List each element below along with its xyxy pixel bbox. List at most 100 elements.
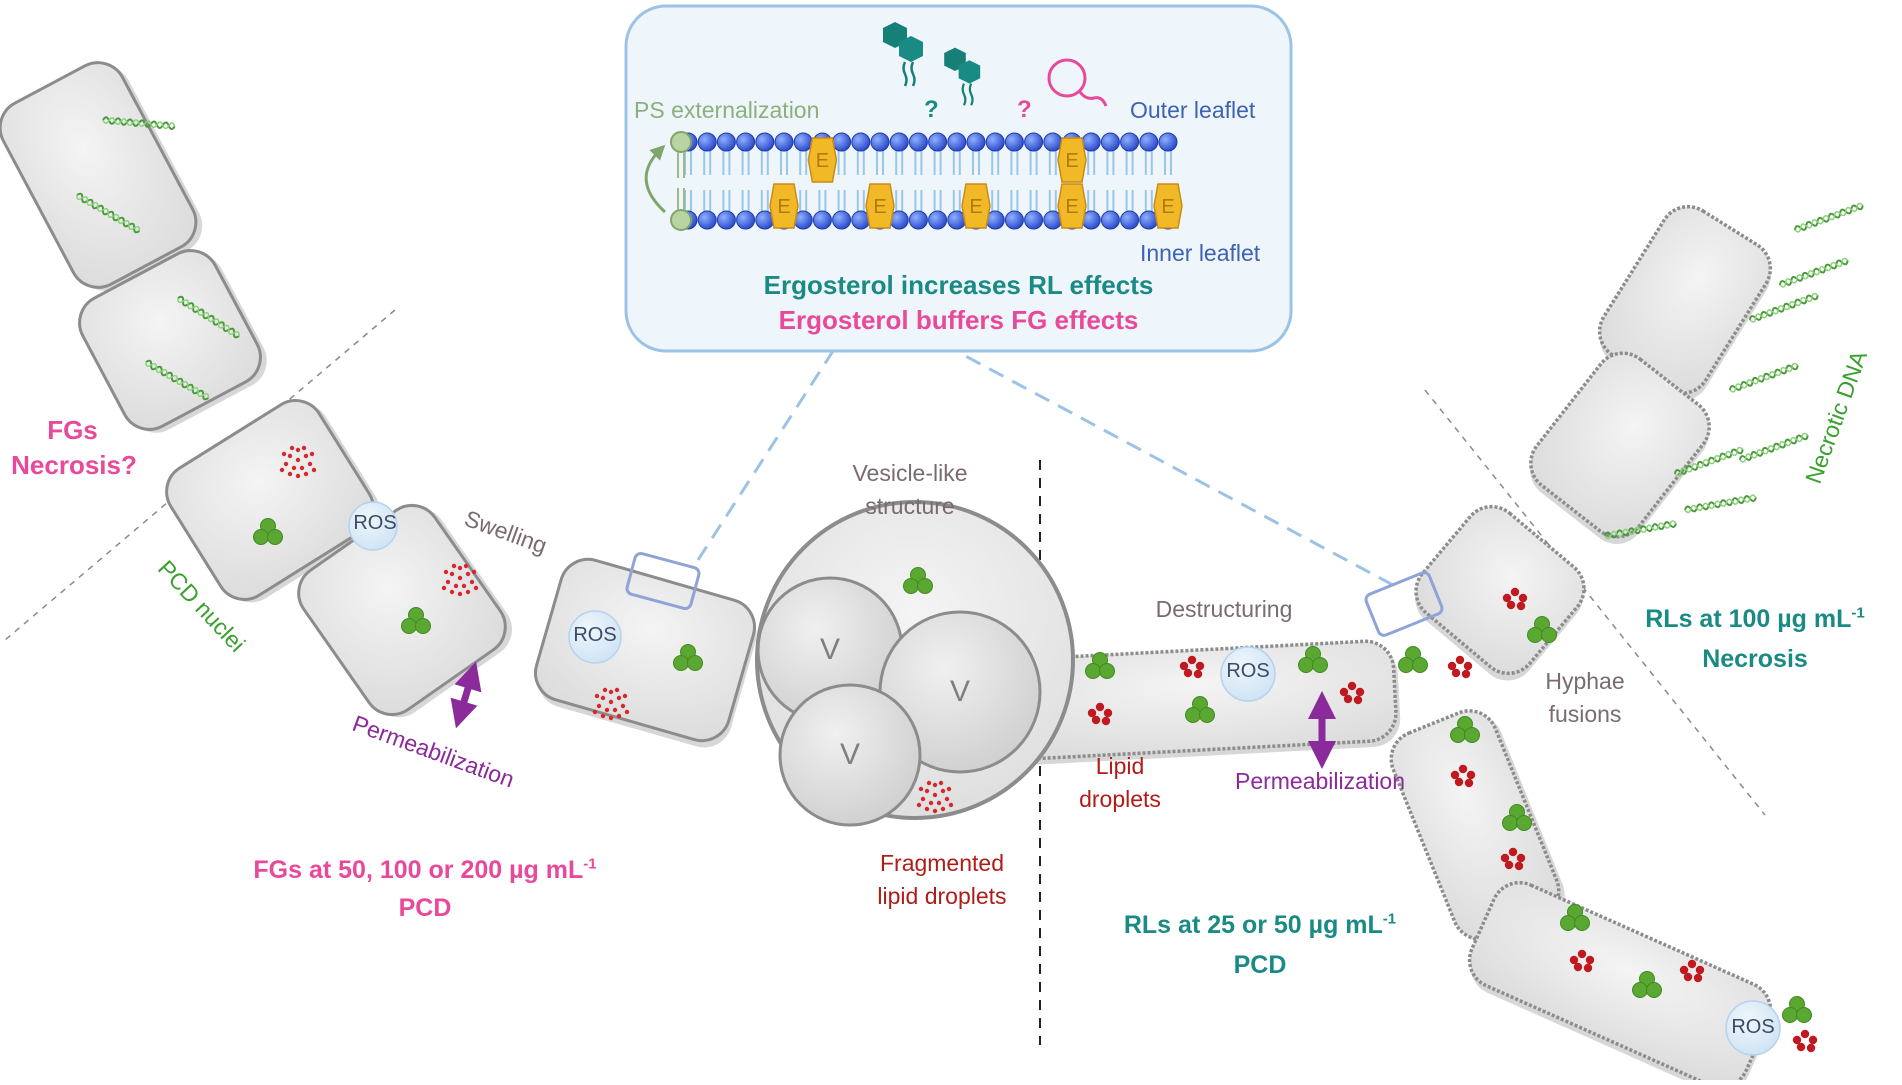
permeabilization-arrow-left — [450, 661, 482, 729]
rls-100-exponent: -1 — [1851, 604, 1865, 622]
fg-effect-caption: Ergosterol buffers FG effects — [778, 305, 1139, 335]
dna-strand-2 — [76, 192, 141, 234]
ergosterol-inner-4: E — [1057, 183, 1087, 229]
lipids-right-7 — [1500, 847, 1526, 871]
ros-bubble-3 — [1220, 646, 1276, 702]
ros-label-3: ROS — [1226, 660, 1270, 682]
lipid-tail-outer — [876, 148, 884, 175]
rls-25-text: RLs at 25 or 50 µg mL — [1123, 911, 1383, 939]
phospholipid-head-outer — [736, 132, 756, 152]
lipid-tail-outer — [1106, 148, 1115, 175]
lipid-tail-inner — [1106, 190, 1115, 213]
rl-effect-caption: Ergosterol increases RL effects — [763, 270, 1154, 300]
nucleus-right-3 — [1298, 646, 1328, 673]
lipid-tail-outer — [1144, 148, 1153, 175]
lipid-tail-outer — [914, 148, 923, 175]
phospholipid-head-inner — [697, 210, 717, 230]
nucleus-cell3 — [253, 518, 283, 545]
left-cell-5 — [534, 557, 757, 748]
lipid-tail-outer — [722, 148, 731, 175]
lipid-tail-inner — [991, 190, 1000, 213]
vesicle-label-line2: structure — [865, 493, 955, 519]
lipid-tail-outer — [1029, 148, 1038, 175]
lipid-tail-outer — [837, 148, 846, 175]
lipids-right-1 — [1087, 702, 1113, 726]
dna-strand-1 — [102, 116, 176, 130]
hyphae-fusions-line1: Hyphae — [1545, 668, 1625, 694]
zoom-box-left — [625, 552, 701, 610]
lipid-tail-outer — [1048, 148, 1057, 175]
lipid-tail-outer — [1164, 148, 1172, 175]
phospholipid-head-outer — [928, 132, 948, 152]
fgs-concentration-text: FGs at 50, 100 or 200 µg mL — [253, 856, 584, 884]
lipid-droplets-line2: droplets — [1079, 786, 1161, 812]
rhamnolipid-2 — [944, 47, 981, 106]
rls-necrosis-label: Necrosis — [1702, 645, 1808, 673]
lipids-right-4 — [1447, 655, 1473, 679]
lipid-tail-inner — [895, 190, 904, 213]
lipid-tail-inner — [818, 190, 827, 213]
lipid-tail-outer — [1125, 148, 1134, 175]
ros-label-4: ROS — [1731, 1016, 1775, 1038]
dna-strand-6 — [1684, 494, 1757, 514]
dna-strand-8 — [1739, 432, 1809, 463]
nucleus-right-10 — [1782, 996, 1812, 1023]
ps-head-inner — [670, 209, 692, 231]
lipid-tail-inner — [856, 190, 865, 213]
lipid-tail-outer — [741, 148, 750, 175]
fgs-concentration-exponent: -1 — [583, 855, 597, 873]
ros-label-1: ROS — [353, 512, 397, 534]
lipid-tail-inner — [741, 190, 750, 213]
ergosterol-inner-2: E — [865, 183, 895, 229]
phospholipid-head-outer — [774, 132, 794, 152]
lipid-tail-inner — [914, 190, 923, 213]
phospholipid-head-outer — [889, 132, 909, 152]
phospholipid-head-outer — [1024, 132, 1044, 152]
lipid-tail-outer — [1087, 148, 1096, 175]
lipid-tail-outer — [856, 148, 865, 175]
lipid-tail-outer — [780, 148, 788, 175]
lipid-tail-inner — [1048, 190, 1057, 213]
phospholipid-head-outer — [966, 132, 986, 152]
vacuole-3 — [778, 683, 922, 827]
inner-leaflet-label: Inner leaflet — [1140, 240, 1261, 266]
phospholipid-head-inner — [1120, 210, 1140, 230]
ergosterol-label: E — [1161, 196, 1174, 218]
lipid-tail-outer — [799, 148, 808, 175]
nucleus-cell5 — [673, 644, 703, 671]
ros-bubble-1 — [348, 501, 398, 551]
lipid-tail-inner — [952, 190, 961, 213]
phospholipid-head-outer — [985, 132, 1005, 152]
fragmented-lipids-cell5 — [592, 687, 630, 721]
vesicle-like-structure — [755, 500, 1075, 827]
necrosis-question-label: Necrosis? — [11, 450, 137, 480]
ergosterol-label: E — [1065, 150, 1078, 172]
nucleus-cell4 — [401, 607, 431, 634]
fragmented-lipids-cell4 — [441, 563, 479, 597]
fgs-pcd-label: PCD — [398, 894, 452, 922]
vacuole-label-1: V — [819, 633, 840, 666]
right-cell-down-2 — [1467, 880, 1773, 1085]
left-cell-2 — [78, 249, 267, 433]
right-cell-junction — [1414, 504, 1586, 681]
phospholipid-head-inner — [908, 210, 928, 230]
question-mark-fg: ? — [1017, 96, 1032, 123]
lipid-tail-inner — [1010, 190, 1019, 213]
left-cell-1 — [0, 61, 203, 291]
fragmented-lipids-cell3 — [279, 445, 317, 479]
left-hypha — [0, 61, 757, 748]
lipid-tail-inner — [837, 190, 846, 213]
phospholipid-head-outer — [1120, 132, 1140, 152]
fragmented-label-line2: lipid droplets — [877, 883, 1007, 909]
rhamnolipid-1 — [883, 22, 923, 87]
lipids-right-3 — [1339, 681, 1365, 705]
lipid-tail-outer — [933, 148, 942, 175]
ps-externalization-label: PS externalization — [634, 97, 820, 123]
fgs-label: FGs — [47, 415, 98, 445]
ergosterol-inner-3: E — [961, 183, 991, 229]
phospholipid-head-outer — [716, 132, 736, 152]
lipid-tail-inner — [703, 190, 712, 213]
phospholipid-head-inner — [716, 210, 736, 230]
rls-pcd-label: PCD — [1233, 951, 1287, 979]
